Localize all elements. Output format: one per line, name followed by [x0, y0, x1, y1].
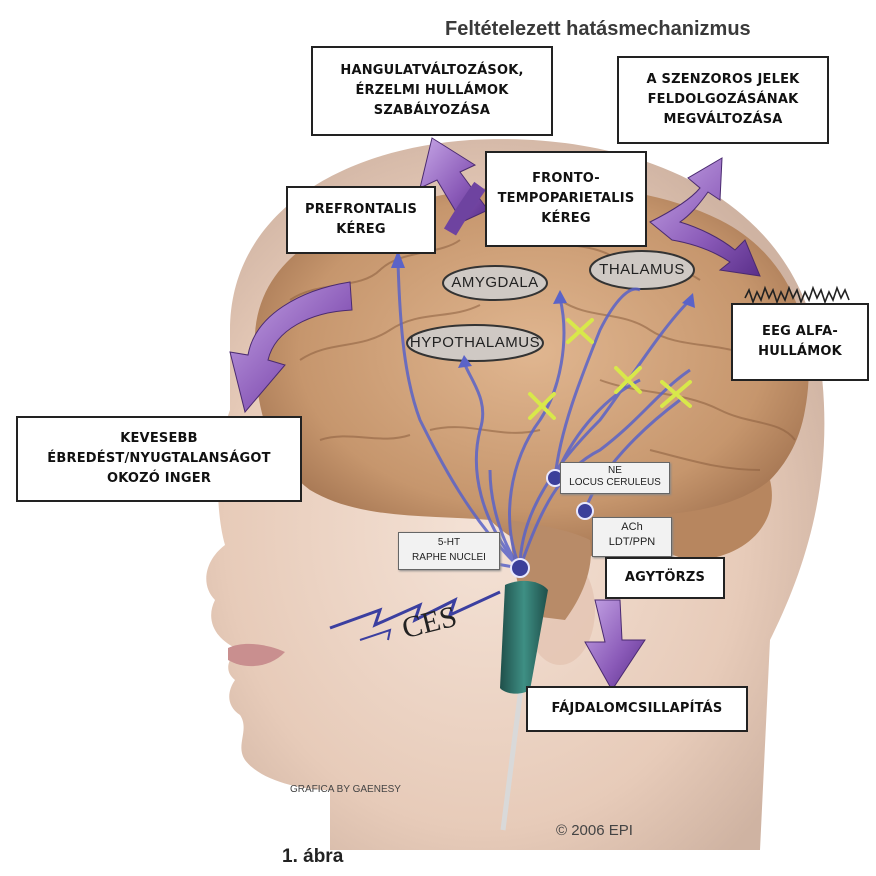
- arrow-pain: [584, 599, 646, 691]
- raphe-node: [510, 558, 530, 578]
- lips: [228, 643, 285, 667]
- eeg-alpha-box: EEG ALFA-HULLÁMOK: [731, 303, 869, 381]
- pain-relief-box: FÁJDALOMCSILLAPÍTÁS: [526, 686, 748, 732]
- brainstem-box: AGYTÖRZS: [605, 557, 725, 599]
- eeg-wave: [744, 285, 850, 305]
- ces-probe: [500, 580, 548, 694]
- hypothalamus-label: HYPOTHALAMUS: [409, 334, 541, 351]
- hypothalamus-oval: [406, 324, 544, 362]
- ces-lightning: [329, 590, 501, 630]
- diagram-title: Feltételezett hatásmechanizmus: [445, 18, 751, 40]
- figure-caption: 1. ábra: [282, 846, 344, 867]
- arrow-sensory: [649, 157, 761, 277]
- ldt-ppn-node: [576, 502, 594, 520]
- arrow-arousal: [229, 281, 353, 414]
- thalamus-label: THALAMUS: [599, 261, 685, 278]
- graphic-credit: GRAFICA BY GAENESY: [290, 784, 401, 795]
- amygdala-label: AMYGDALA: [451, 274, 539, 291]
- copyright-credit: © 2006 EPI: [556, 822, 633, 839]
- thalamus-oval: [589, 250, 695, 290]
- amygdala-oval: [442, 265, 548, 301]
